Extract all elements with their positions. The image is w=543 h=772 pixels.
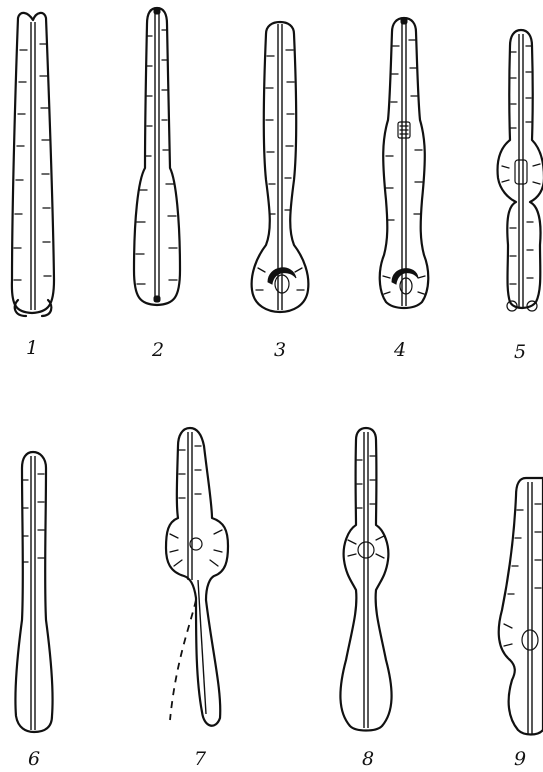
figure-5	[498, 30, 543, 311]
figure-2-outline	[134, 8, 180, 305]
figure-2	[134, 8, 180, 305]
figure-1-outline	[12, 13, 54, 313]
figure-1-label: 1	[26, 337, 38, 359]
figure-6-label: 6	[28, 748, 40, 770]
figure-2-label: 2	[151, 339, 164, 361]
figure-6-outline	[15, 452, 52, 732]
figure-6	[15, 452, 52, 732]
figure-6-septa	[23, 474, 44, 562]
figure-5-outline	[498, 30, 543, 308]
figure-8-outline	[340, 428, 391, 731]
figure-5-label: 5	[514, 341, 526, 363]
figure-9-septa	[504, 504, 541, 646]
figure-7-label: 7	[194, 748, 207, 770]
figure-9-label: 9	[514, 748, 526, 770]
figure-7	[166, 428, 228, 726]
figure-3	[252, 22, 309, 312]
figure-1-septa	[14, 44, 51, 280]
figure-9-outline	[499, 478, 543, 735]
figure-8-septa	[348, 456, 384, 558]
figure-4	[380, 18, 429, 308]
figure-7-dashed-outline	[170, 600, 196, 720]
figure-3-label: 3	[274, 339, 286, 361]
figure-4-outline	[380, 18, 429, 308]
figure-9	[499, 478, 543, 735]
figure-4-label: 4	[393, 339, 406, 361]
figure-8-label: 8	[362, 748, 374, 770]
figure-8	[340, 428, 391, 731]
figure-1	[12, 13, 54, 316]
